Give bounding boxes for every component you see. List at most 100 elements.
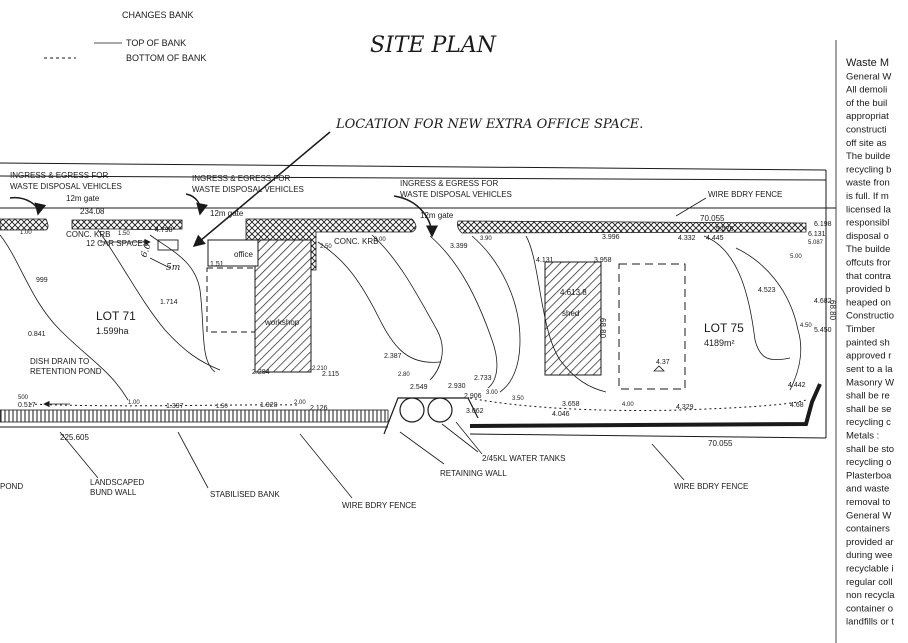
svg-text:3.958: 3.958 <box>594 257 612 264</box>
svg-text:1.397: 1.397 <box>166 403 184 410</box>
notes-line: responsibl <box>846 218 889 229</box>
car-spaces-label: 12 CAR SPACES <box>86 239 148 248</box>
dish-drain-label-1: DISH DRAIN TO <box>30 357 89 366</box>
wire-fence-top-label: WIRE BDRY FENCE <box>708 190 782 199</box>
svg-text:5.576: 5.576 <box>716 226 734 233</box>
svg-text:2.50: 2.50 <box>320 244 332 250</box>
dim-234-08: 234.08 <box>80 207 105 216</box>
notes-line: General W <box>846 510 891 521</box>
pond-label: POND <box>0 482 23 491</box>
svg-text:1.00: 1.00 <box>20 230 32 236</box>
conc-kerb-label-1: CONC. KRB <box>66 230 110 239</box>
notes-line: non recycla <box>846 590 895 601</box>
notes-line: landfills or t <box>846 617 894 628</box>
svg-text:1.51: 1.51 <box>210 261 224 268</box>
svg-text:2.126: 2.126 <box>310 405 328 412</box>
svg-text:4.682: 4.682 <box>814 298 832 305</box>
gate-2-ingress: INGRESS & EGRESS FOR <box>192 174 290 183</box>
dim-68-80: 68.80 <box>828 300 837 321</box>
notes-line: All demoli <box>846 85 887 96</box>
svg-text:3.90: 3.90 <box>480 236 492 242</box>
workshop-label: workshop <box>264 318 300 327</box>
south-boundary-east <box>469 433 827 439</box>
svg-text:3.00: 3.00 <box>486 390 498 396</box>
dim-70-055-bottom: 70.055 <box>708 439 733 448</box>
svg-text:999: 999 <box>36 277 48 284</box>
shed-dimension: 68.80 <box>598 318 607 339</box>
svg-text:4.442: 4.442 <box>788 382 806 389</box>
svg-text:4.68: 4.68 <box>790 402 804 409</box>
stabilised-bank-label: STABILISED BANK <box>210 490 280 499</box>
svg-text:2.115: 2.115 <box>322 371 339 378</box>
hand-dimension-line <box>149 257 171 269</box>
notes-line: heaped on <box>846 297 891 308</box>
notes-line: Plasterboa <box>846 470 892 481</box>
gate-arrow-2 <box>185 193 208 216</box>
gate-1-vehicles: WASTE DISPOSAL VEHICLES <box>10 182 122 191</box>
office-label: office <box>234 250 254 259</box>
proposed-office-outline <box>206 267 256 333</box>
svg-text:4.445: 4.445 <box>706 235 724 242</box>
notes-line: sent to a la <box>846 364 893 375</box>
svg-text:2.80: 2.80 <box>398 372 410 378</box>
water-tanks-label: 2/45KL WATER TANKS <box>482 454 565 463</box>
spot-levels: 234.08 225.605 70.055 70.055 6.198 68.80… <box>18 207 837 448</box>
svg-text:2.930: 2.930 <box>448 383 466 390</box>
legend-top-label: TOP OF BANK <box>126 38 186 48</box>
svg-text:3.062: 3.062 <box>466 408 484 415</box>
notes-line: recyclable i <box>846 563 894 574</box>
svg-text:4.131: 4.131 <box>536 257 554 264</box>
notes-line: is full. If m <box>846 191 889 202</box>
svg-text:1.50: 1.50 <box>216 404 228 410</box>
notes-line: off site as <box>846 138 887 149</box>
contour-lines <box>0 229 807 411</box>
svg-text:2.906: 2.906 <box>464 393 482 400</box>
wire-fence-bottom-label: WIRE BDRY FENCE <box>342 501 416 510</box>
notes-line: painted sh <box>846 337 890 348</box>
svg-text:5.00: 5.00 <box>790 254 802 260</box>
shed-label: shed <box>562 309 579 318</box>
notes-line: Metals : <box>846 430 879 441</box>
gate-2-vehicles: WASTE DISPOSAL VEHICLES <box>192 185 304 194</box>
retaining-wall <box>383 397 479 435</box>
lot-75-area: 4189m² <box>704 338 735 348</box>
notes-line: approved r <box>846 351 891 362</box>
wire-fence-right-label: WIRE BDRY FENCE <box>674 482 748 491</box>
gate-1-ingress: INGRESS & EGRESS FOR <box>10 171 108 180</box>
svg-text:2.284: 2.284 <box>252 369 270 376</box>
callout-arrow <box>192 131 331 247</box>
svg-text:1.00: 1.00 <box>128 400 140 406</box>
notes-line: regular coll <box>846 577 892 588</box>
landscaped-label-2: BUND WALL <box>90 488 137 497</box>
notes-line: removal to <box>846 497 890 508</box>
gate-3-ingress: INGRESS & EGRESS FOR <box>400 179 498 188</box>
level-marker <box>653 365 665 372</box>
svg-text:4.329: 4.329 <box>676 404 694 411</box>
svg-text:3.658: 3.658 <box>562 401 580 408</box>
svg-text:2.549: 2.549 <box>410 384 428 391</box>
svg-text:2.210: 2.210 <box>312 366 328 372</box>
lot-75-name: LOT 75 <box>704 321 744 335</box>
dim-225-605: 225.605 <box>60 433 89 442</box>
gate-1-width: 12m gate <box>66 194 100 203</box>
svg-text:5.087: 5.087 <box>808 240 824 246</box>
dim-70-055-top: 70.055 <box>700 214 725 223</box>
notes-line: licensed la <box>846 204 892 215</box>
gate-3-vehicles: WASTE DISPOSAL VEHICLES <box>400 190 512 199</box>
notes-line: during wee <box>846 550 892 561</box>
svg-text:3.00: 3.00 <box>374 237 386 243</box>
svg-text:1.50: 1.50 <box>118 231 130 237</box>
office-building <box>207 239 259 267</box>
bund-wall-east <box>469 383 822 428</box>
plan-title: SITE PLAN <box>370 33 497 58</box>
office-location-callout: LOCATION FOR NEW EXTRA OFFICE SPACE. <box>335 117 643 132</box>
notes-line: offcuts fror <box>846 258 891 269</box>
workshop-building <box>254 239 312 373</box>
notes-line: recycling c <box>846 417 891 428</box>
north-boundary-1 <box>0 162 827 171</box>
notes-line: constructi <box>846 125 887 136</box>
svg-text:2.387: 2.387 <box>384 353 402 360</box>
kerb-segment-east <box>457 220 807 234</box>
svg-text:6.131: 6.131 <box>808 231 826 238</box>
